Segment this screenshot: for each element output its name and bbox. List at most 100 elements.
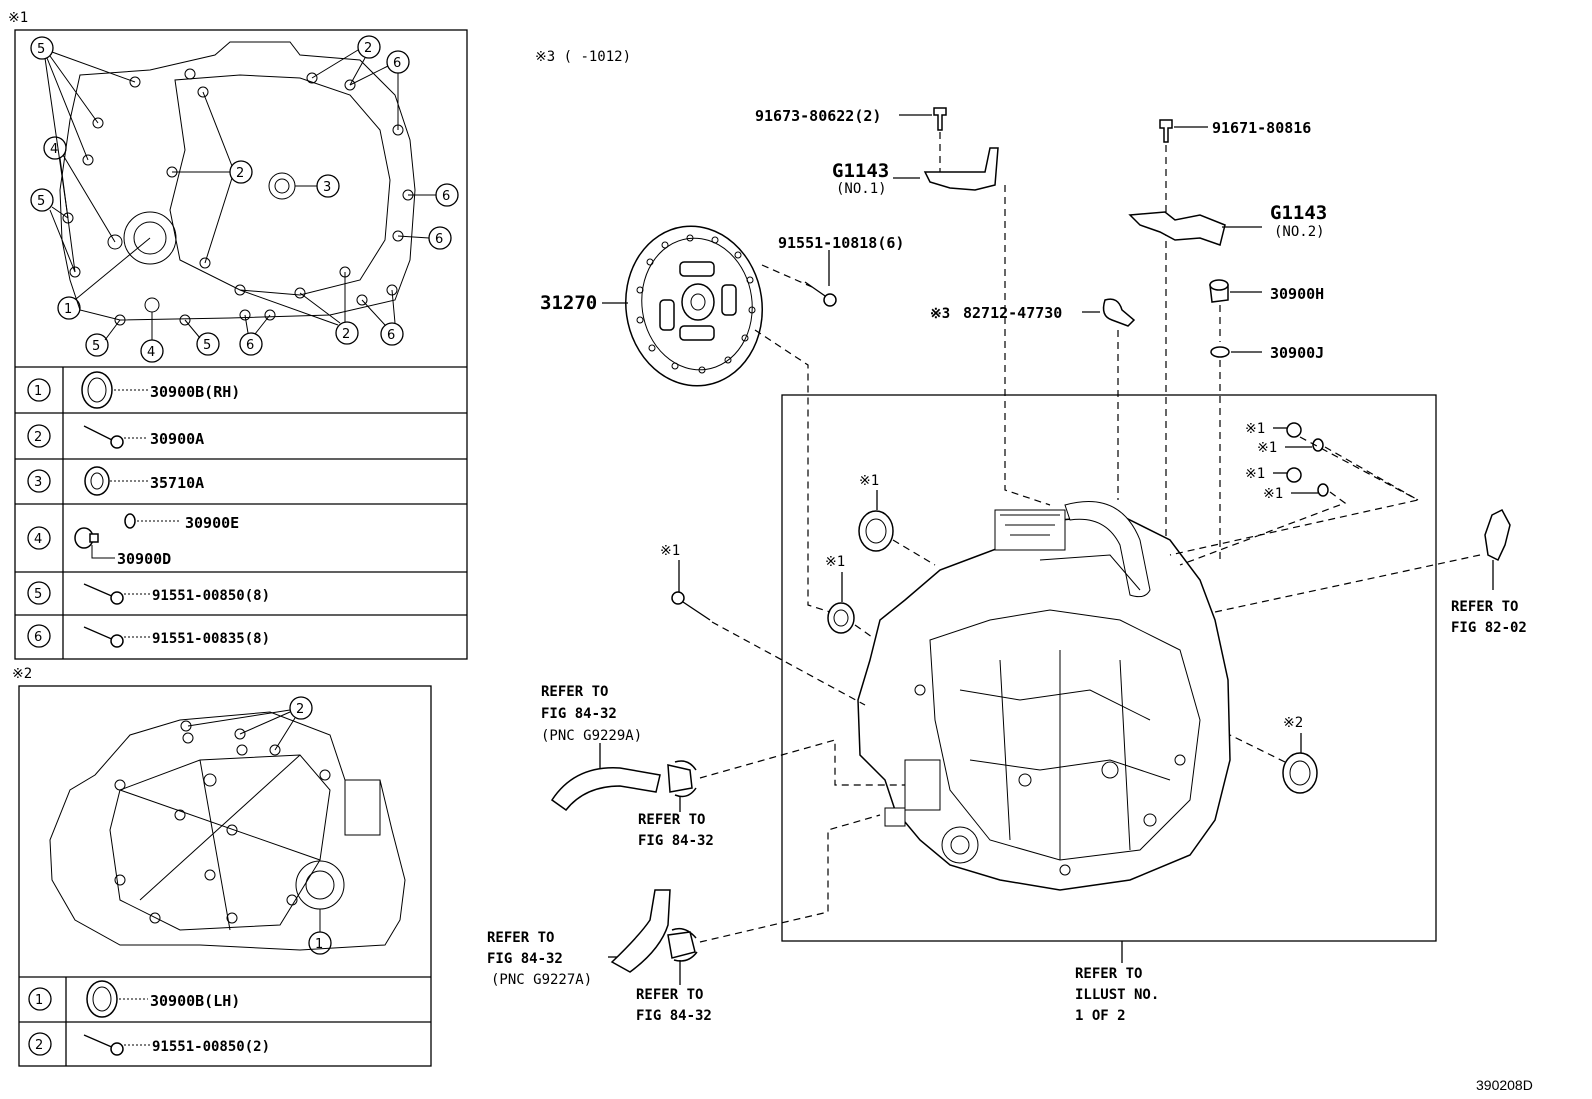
marker-1-seal-lower: ※1	[825, 554, 845, 570]
svg-text:REFER TO: REFER TO	[638, 812, 705, 828]
marker-3-range: ※3 ( -1012)	[535, 49, 631, 65]
case-inner-contour	[169, 74, 391, 296]
svg-text:2: 2	[342, 327, 350, 342]
svg-text:(NO.2): (NO.2)	[1274, 224, 1325, 240]
part-35710a: 35710A	[150, 474, 204, 492]
svg-text:6: 6	[387, 328, 395, 343]
nuts-group: ※1 ※1 ※1 ※1	[1169, 421, 1420, 566]
svg-text:※1: ※1	[1245, 466, 1265, 482]
seal-bore-lh	[295, 860, 345, 910]
inset-1-frame	[14, 29, 468, 660]
diagram-id: 390208D	[1476, 1077, 1533, 1093]
svg-text:1: 1	[35, 993, 43, 1008]
svg-text:2: 2	[34, 430, 42, 445]
bolt-91673-icon	[933, 107, 947, 131]
svg-text:FIG 84-32: FIG 84-32	[541, 706, 617, 722]
clutch-disc-31270	[624, 225, 764, 387]
bracket-no1	[923, 147, 999, 191]
part-30900b-rh: 30900B(RH)	[150, 383, 240, 401]
oil-seal-icon	[86, 980, 118, 1018]
part-91551-00850-2: 91551-00850(2)	[152, 1039, 270, 1055]
svg-text:※1: ※1	[1257, 440, 1277, 456]
svg-text:3: 3	[34, 475, 42, 490]
oil-seal-upper	[858, 510, 894, 552]
sensor-bracket	[1484, 509, 1511, 562]
svg-text:1: 1	[64, 302, 72, 317]
label-30900h: 30900H	[1270, 285, 1324, 303]
clip-icon	[1102, 298, 1136, 327]
svg-text:6: 6	[435, 232, 443, 247]
bracket-no2	[1128, 211, 1226, 246]
bolt-holes-2	[114, 720, 331, 924]
bolt-holes	[62, 68, 414, 326]
ref-illust-line3: 1 OF 2	[1075, 1008, 1126, 1024]
svg-text:4: 4	[34, 532, 42, 547]
part-91551-00835: 91551-00835(8)	[152, 631, 270, 647]
plug-hole	[144, 297, 160, 313]
hose-clamp-a	[667, 760, 697, 798]
inset-1-callouts: 5 2 6 4 2 3 6 5 6 1 2 6 5 4 5 6	[30, 35, 459, 363]
inset-2-parts-table: 1 30900B(LH) 2 91551-00850(2)	[19, 976, 431, 1066]
transaxle-assembly	[857, 501, 1231, 891]
svg-text:FIG 84-32: FIG 84-32	[636, 1008, 712, 1024]
hose-b: REFER TO FIG 84-32 (PNC G9227A) REFER TO…	[487, 814, 881, 1024]
transaxle-case-front-view	[59, 41, 416, 321]
hose-a: REFER TO FIG 84-32 (PNC G9229A) REFER TO…	[541, 684, 905, 849]
seal-bore-inner	[133, 221, 167, 255]
ref-illust-line2: ILLUST NO.	[1075, 987, 1159, 1003]
svg-text:※1: ※1	[1245, 421, 1265, 437]
ref-fig-82-02-line1: REFER TO	[1451, 599, 1518, 615]
ref-fig-82-02-line2: FIG 82-02	[1451, 620, 1527, 636]
svg-text:1: 1	[315, 937, 323, 952]
label-30900j: 30900J	[1270, 344, 1324, 362]
label-82712-47730: 82712-47730	[963, 304, 1062, 322]
svg-text:5: 5	[37, 194, 45, 209]
label-91551-10818: 91551-10818(6)	[778, 234, 904, 252]
svg-text:REFER TO: REFER TO	[487, 930, 554, 946]
svg-text:※1: ※1	[1263, 486, 1283, 502]
svg-text:5: 5	[34, 587, 42, 602]
bolt-icon	[83, 425, 115, 442]
inset-2: ※2 2 1 1 30900B(LH) 2	[12, 666, 432, 1067]
svg-text:2: 2	[35, 1038, 43, 1053]
inset-1-leaders	[44, 49, 436, 341]
svg-text:1: 1	[34, 384, 42, 399]
svg-text:6: 6	[393, 56, 401, 71]
seal-bore-large	[123, 211, 177, 265]
svg-text:2: 2	[364, 41, 372, 56]
part-30900a: 30900A	[150, 430, 204, 448]
svg-text:2: 2	[236, 166, 244, 181]
marker-3-clip: ※3	[930, 306, 950, 322]
svg-text:REFER TO: REFER TO	[636, 987, 703, 1003]
disc-bolt	[804, 281, 829, 299]
svg-text:2: 2	[296, 702, 304, 717]
transaxle-frame	[781, 394, 1437, 942]
label-91671-80816: 91671-80816	[1212, 119, 1311, 137]
svg-text:(PNC G9229A): (PNC G9229A)	[541, 728, 642, 744]
part-30900b-lh: 30900B(LH)	[150, 992, 240, 1010]
part-30900d: 30900D	[117, 550, 171, 568]
case-rib-contour	[109, 754, 331, 931]
svg-text:REFER TO: REFER TO	[541, 684, 608, 700]
svg-text:3: 3	[323, 180, 331, 195]
inset-1-parts-table: 1 30900B(RH) 2 30900A 3 35710A 4 30900E …	[15, 366, 467, 659]
svg-text:6: 6	[34, 630, 42, 645]
svg-text:5: 5	[92, 339, 100, 354]
svg-text:4: 4	[147, 345, 155, 360]
part-30900e: 30900E	[185, 514, 239, 532]
marker-2-seal: ※2	[1283, 715, 1303, 731]
svg-text:6: 6	[246, 338, 254, 353]
svg-text:5: 5	[203, 338, 211, 353]
washer-icon	[124, 513, 136, 529]
bolt-icon	[83, 1034, 115, 1049]
inset-2-frame	[18, 685, 432, 1067]
main-diagram: ※3 ( -1012)	[487, 49, 1533, 1093]
ref-illust-line1: REFER TO	[1075, 966, 1142, 982]
inset-1: ※1 5 2 6 4 2 3 6 5	[8, 10, 468, 660]
label-g1143-no2: G1143	[1270, 202, 1327, 224]
marker-1-bolt: ※1	[660, 543, 680, 559]
bolt-icon	[83, 626, 115, 641]
svg-text:4: 4	[50, 142, 58, 157]
label-31270: 31270	[540, 292, 597, 314]
transaxle-case-rear-view	[49, 711, 406, 951]
